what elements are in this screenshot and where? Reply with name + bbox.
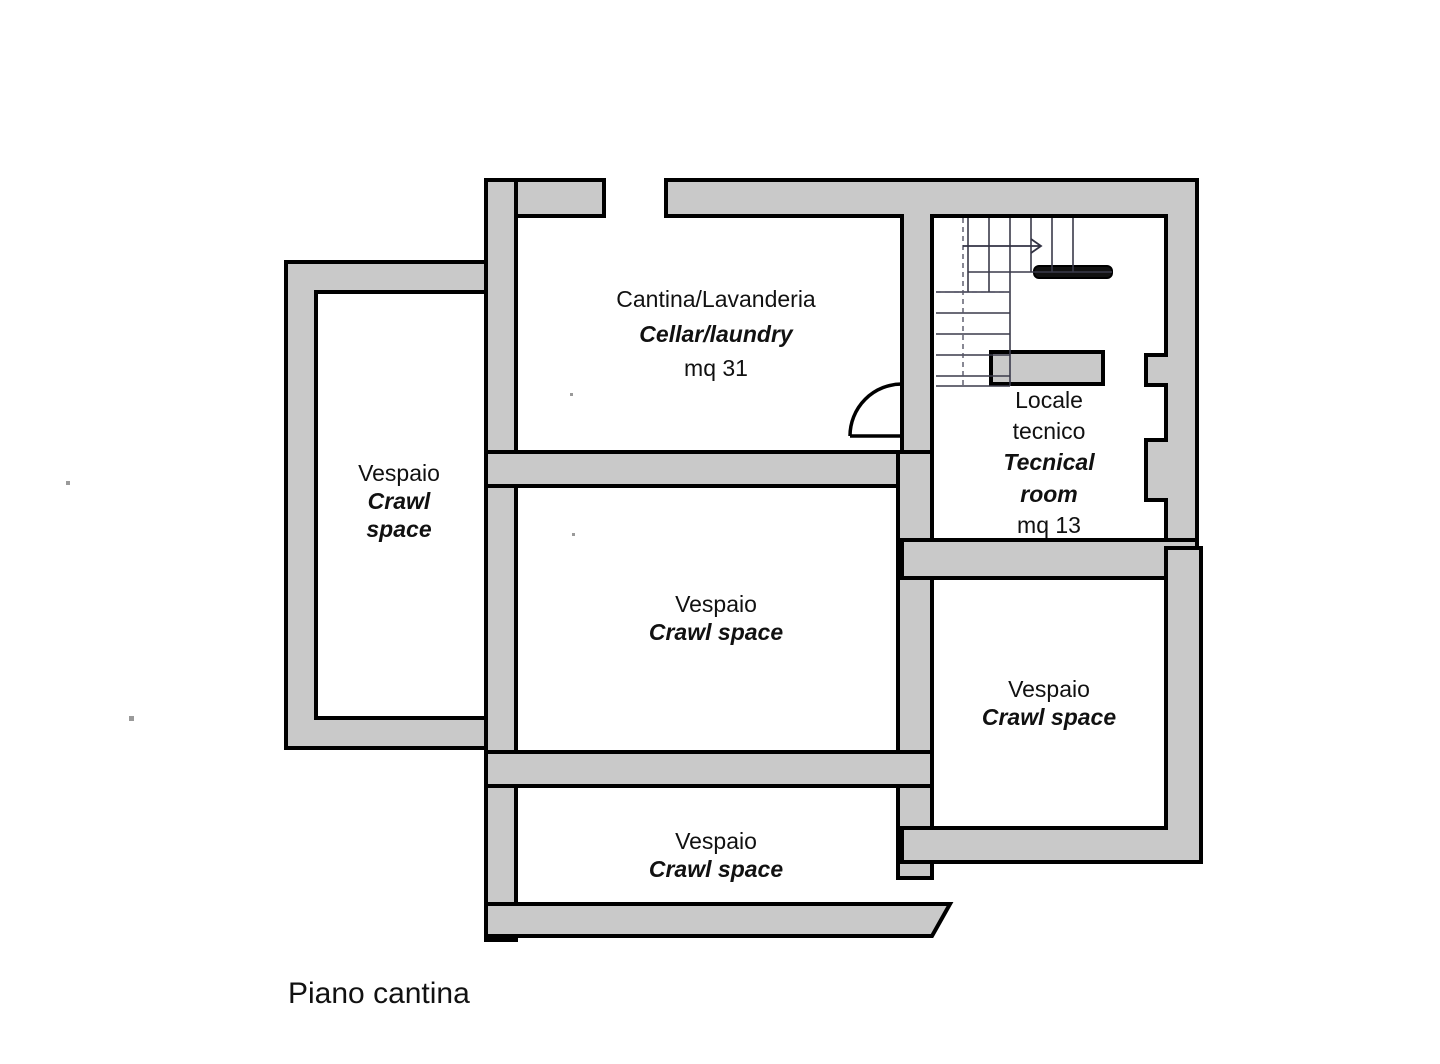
room-label-cellar-laundry: Cantina/Lavanderia Cellar/laundry mq 31 xyxy=(616,286,816,381)
crawlspace-right-label-it: Vespaio xyxy=(1008,676,1090,702)
crawlspace-center-label-en: Crawl space xyxy=(649,619,783,645)
wall-under-technical-room xyxy=(900,538,1199,580)
wall-central-vertical-spine xyxy=(484,178,518,942)
crawlspace-right-label-en: Crawl space xyxy=(982,704,1116,730)
technical-room-label-it-2: tecnico xyxy=(1013,418,1086,444)
cellar-label-en: Cellar/laundry xyxy=(639,321,794,347)
door-swing xyxy=(848,382,903,438)
wall-bottom-with-tapered-end xyxy=(484,902,954,938)
wall-under-central-crawlspace xyxy=(484,750,934,788)
wall-right-crawlspace-enclosure xyxy=(900,546,1203,864)
wall-under-cellar xyxy=(484,450,934,488)
scan-speck-icon xyxy=(572,533,575,536)
cellar-label-it: Cantina/Lavanderia xyxy=(616,286,816,312)
cellar-label-area: mq 31 xyxy=(684,355,748,381)
technical-room-label-it-1: Locale xyxy=(1015,387,1083,413)
room-label-crawlspace-left: Vespaio Crawl space xyxy=(358,460,440,542)
room-label-technical-room: Locale tecnico Tecnical room mq 13 xyxy=(1003,387,1095,538)
crawlspace-left-label-en-1: Crawl xyxy=(368,488,431,514)
technical-room-label-en-1: Tecnical xyxy=(1003,449,1095,475)
room-label-crawlspace-right: Vespaio Crawl space xyxy=(982,676,1116,730)
crawlspace-left-label-it: Vespaio xyxy=(358,460,440,486)
plan-caption: Piano cantina xyxy=(288,977,470,1010)
scan-speck-icon xyxy=(66,481,70,485)
crawlspace-bottom-label-en: Crawl space xyxy=(649,856,783,882)
stair-direction-arrow xyxy=(963,238,1043,254)
staircase xyxy=(936,218,1112,387)
wall-right-of-central-crawlspace xyxy=(896,450,934,880)
boiler-block-fixture xyxy=(989,350,1105,386)
crawlspace-left-label-en-2: space xyxy=(366,516,431,542)
technical-room-label-en-2: room xyxy=(1020,481,1078,507)
room-label-crawlspace-center: Vespaio Crawl space xyxy=(649,591,783,645)
scan-speck-icon xyxy=(570,393,573,396)
technical-room-label-area: mq 13 xyxy=(1017,512,1081,538)
scan-speck-icon xyxy=(129,716,134,721)
crawlspace-center-label-it: Vespaio xyxy=(675,591,757,617)
room-label-crawlspace-bottom: Vespaio Crawl space xyxy=(649,828,783,882)
crawlspace-bottom-label-it: Vespaio xyxy=(675,828,757,854)
